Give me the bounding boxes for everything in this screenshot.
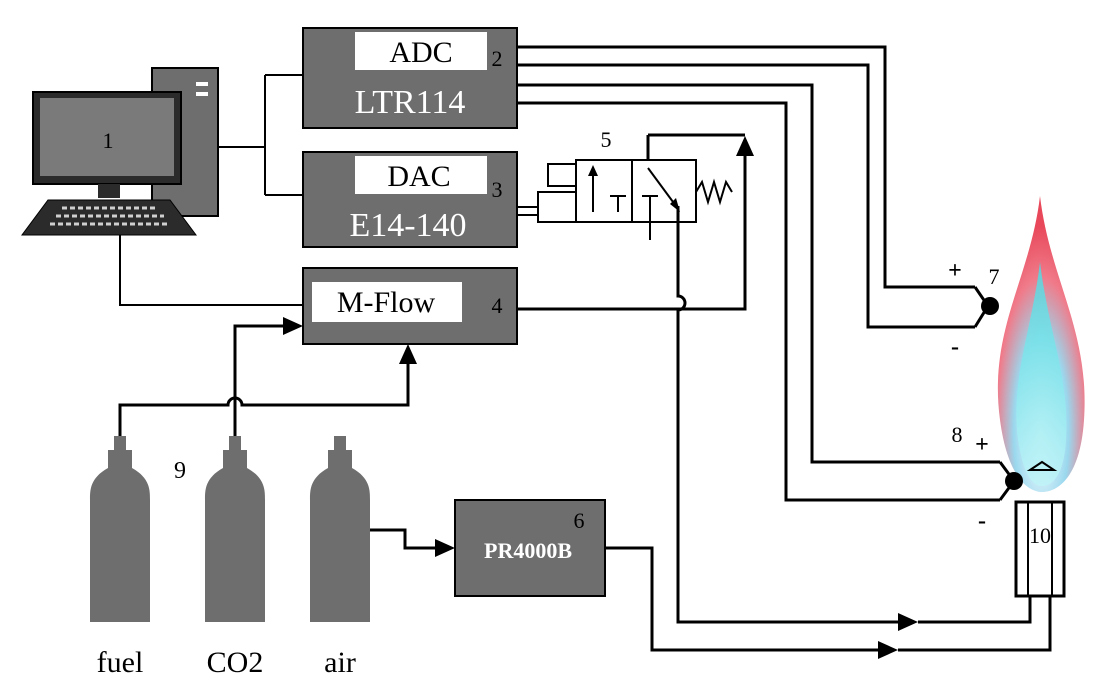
solenoid-valve: 5 bbox=[517, 127, 745, 240]
mflow-module: M-Flow 4 bbox=[302, 267, 518, 345]
dac-model: E14-140 bbox=[349, 207, 466, 244]
cylinder-fuel bbox=[90, 436, 150, 622]
mflow-number: 4 bbox=[492, 293, 503, 318]
computer-number: 1 bbox=[103, 128, 114, 153]
cylinder-air bbox=[310, 436, 370, 622]
computer-wires bbox=[119, 74, 303, 306]
thermocouple-7-number: 7 bbox=[989, 264, 1000, 289]
thermocouple-7: 7 + - bbox=[948, 258, 999, 360]
thermocouple-8-number: 8 bbox=[952, 422, 963, 447]
adc-label: ADC bbox=[389, 36, 452, 69]
adc-module: ADC LTR114 2 bbox=[302, 27, 518, 129]
computer: 1 bbox=[21, 67, 219, 236]
cylinder-label-fuel: fuel bbox=[97, 646, 144, 679]
pressure-module: PR4000B 6 bbox=[454, 499, 606, 597]
burner: 10 bbox=[997, 196, 1085, 598]
gas-lines bbox=[517, 136, 1052, 659]
flame-inner bbox=[1016, 262, 1067, 486]
adc-number: 2 bbox=[492, 46, 503, 71]
cylinder-label-air: air bbox=[324, 646, 356, 679]
burner-number: 10 bbox=[1029, 523, 1051, 548]
valve-number: 5 bbox=[601, 127, 612, 152]
thermocouple-7-plus: + bbox=[948, 258, 962, 284]
pressure-number: 6 bbox=[574, 508, 585, 533]
cylinders-number: 9 bbox=[174, 458, 186, 484]
thermocouple-8-plus: + bbox=[975, 432, 989, 458]
thermocouple-8-minus: - bbox=[978, 508, 986, 534]
pressure-model: PR4000B bbox=[484, 538, 572, 563]
adc-model: LTR114 bbox=[355, 84, 466, 121]
thermocouple-wires bbox=[517, 45, 1000, 502]
thermocouple-7-minus: - bbox=[951, 334, 959, 360]
cylinder-co2 bbox=[205, 436, 265, 622]
cylinder-label-co2: CO2 bbox=[207, 646, 264, 679]
cylinder-supply-lines bbox=[118, 317, 455, 557]
mflow-label: M-Flow bbox=[337, 286, 436, 319]
dac-label: DAC bbox=[387, 160, 450, 193]
dac-number: 3 bbox=[492, 177, 503, 202]
dac-module: DAC E14-140 3 bbox=[302, 151, 518, 248]
thermocouple-8: 8 + - bbox=[952, 422, 1023, 534]
